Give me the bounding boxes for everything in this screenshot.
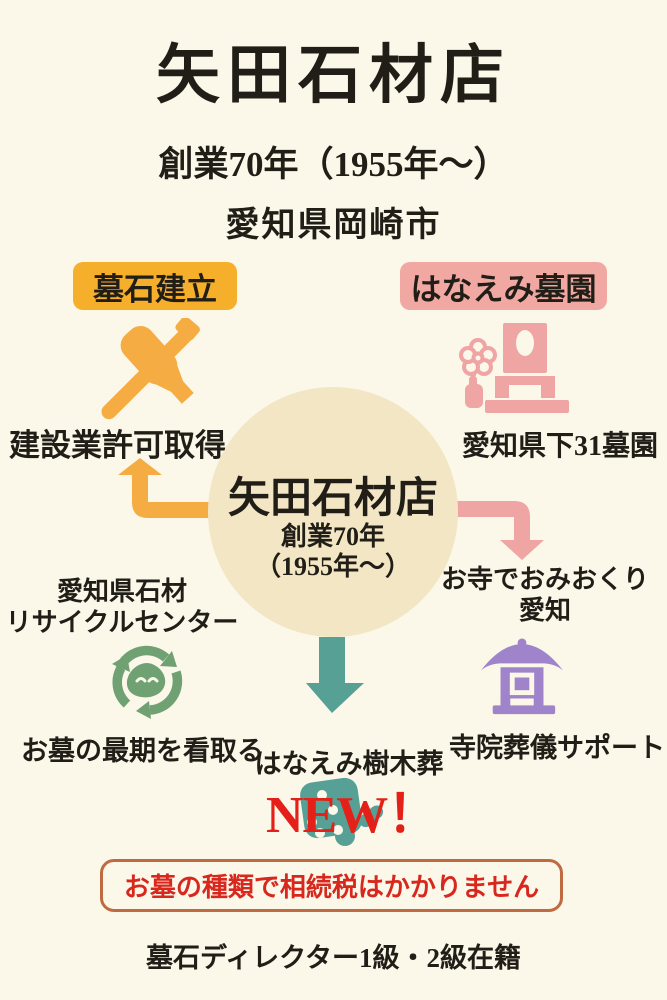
new-badge: NEW！ — [266, 787, 439, 844]
arrow-down-icon — [300, 637, 370, 715]
jumokuso-name: はなえみ樹木葬 — [254, 749, 444, 779]
stamp-dots-icon — [298, 776, 390, 852]
arrow-left-up-icon — [105, 452, 220, 522]
arrow-right-down-icon — [450, 494, 550, 566]
caption-temple-funeral-support: 寺院葬儀サポート — [449, 733, 665, 763]
temple-icon — [473, 638, 571, 718]
temple-service-name-line2: 愛知 — [518, 596, 571, 625]
page-title: 矢田石材店 — [156, 40, 511, 111]
center-circle-line1: 創業70年 — [280, 522, 385, 551]
recycle-center-name-line2: リサイクルセンター — [5, 608, 239, 637]
stone-recycle-icon — [100, 638, 195, 723]
header-subtitle-location: 愛知県岡崎市 — [225, 207, 442, 244]
center-circle — [208, 387, 458, 637]
grave-flower-icon — [457, 320, 572, 422]
recycle-center-name-line1: 愛知県石材 — [56, 577, 187, 606]
hammer-chisel-icon — [93, 318, 208, 422]
header-subtitle-years: 創業70年（1955年～） — [158, 145, 509, 184]
caption-grave-end-of-life: お墓の最期を看取る — [21, 736, 264, 766]
recycle-center-name: 愛知県石材 リサイクルセンター — [0, 576, 244, 638]
notice-text: お墓の種類で相続税はかかりません — [123, 873, 540, 902]
temple-service-name: お寺でおみおくり 愛知 — [420, 564, 667, 626]
credential-text: 墓石ディレクター1級・2級在籍 — [145, 943, 522, 973]
caption-31-cemeteries: 愛知県下31墓園 — [462, 431, 659, 462]
center-circle-line2: （1955年～） — [254, 552, 411, 581]
notice-box: お墓の種類で相続税はかかりません — [100, 859, 563, 912]
badge-boseki-kenritsu: 墓石建立 — [73, 262, 237, 310]
center-circle-title: 矢田石材店 — [227, 476, 438, 522]
temple-service-name-line1: お寺でおみおくり — [440, 565, 649, 594]
caption-construction-license: 建設業許可取得 — [9, 428, 226, 463]
badge-hanaemi-boen: はなえみ墓園 — [400, 262, 607, 310]
